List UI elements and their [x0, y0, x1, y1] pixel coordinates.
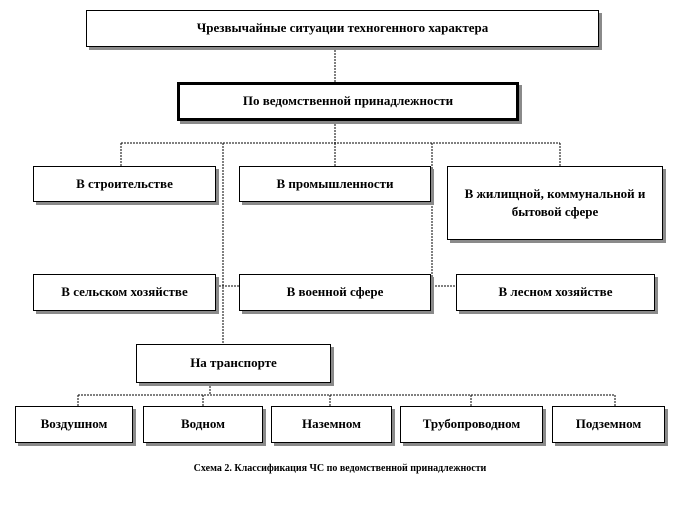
- node-construction: В строительстве: [33, 166, 216, 202]
- node-pipeline: Трубопроводном: [400, 406, 543, 443]
- node-root-label: Чрезвычайные ситуации техногенного харак…: [196, 20, 489, 36]
- node-transport: На транспорте: [136, 344, 331, 383]
- node-forestry-label: В лесном хозяйстве: [498, 284, 613, 300]
- node-military-label: В военной сфере: [286, 284, 384, 300]
- diagram-caption: Схема 2. Классификация ЧС по ведомственн…: [193, 463, 487, 474]
- node-ground: Наземном: [271, 406, 392, 443]
- node-military: В военной сфере: [239, 274, 431, 311]
- node-agriculture: В сельском хозяйстве: [33, 274, 216, 311]
- node-industry-label: В промышленности: [276, 175, 394, 191]
- node-housing: В жилищной, коммунальной и бытовой сфере: [447, 166, 663, 240]
- node-transport-label: На транспорте: [190, 355, 277, 371]
- node-root: Чрезвычайные ситуации техногенного харак…: [86, 10, 599, 47]
- node-pipeline-label: Трубопроводном: [422, 416, 521, 432]
- node-department-affiliation-label: По ведомственной принадлежности: [242, 93, 454, 109]
- node-underground: Подземном: [552, 406, 665, 443]
- node-housing-label: В жилищной, коммунальной и бытовой сфере: [464, 185, 646, 219]
- node-air: Воздушном: [15, 406, 133, 443]
- node-water-label: Водном: [181, 416, 225, 432]
- node-underground-label: Подземном: [575, 416, 642, 432]
- node-ground-label: Наземном: [301, 416, 362, 432]
- node-air-label: Воздушном: [40, 416, 108, 432]
- node-forestry: В лесном хозяйстве: [456, 274, 655, 311]
- node-agriculture-label: В сельском хозяйстве: [61, 284, 188, 300]
- node-industry: В промышленности: [239, 166, 431, 202]
- node-construction-label: В строительстве: [76, 175, 173, 191]
- node-water: Водном: [143, 406, 263, 443]
- node-department-affiliation: По ведомственной принадлежности: [177, 82, 519, 121]
